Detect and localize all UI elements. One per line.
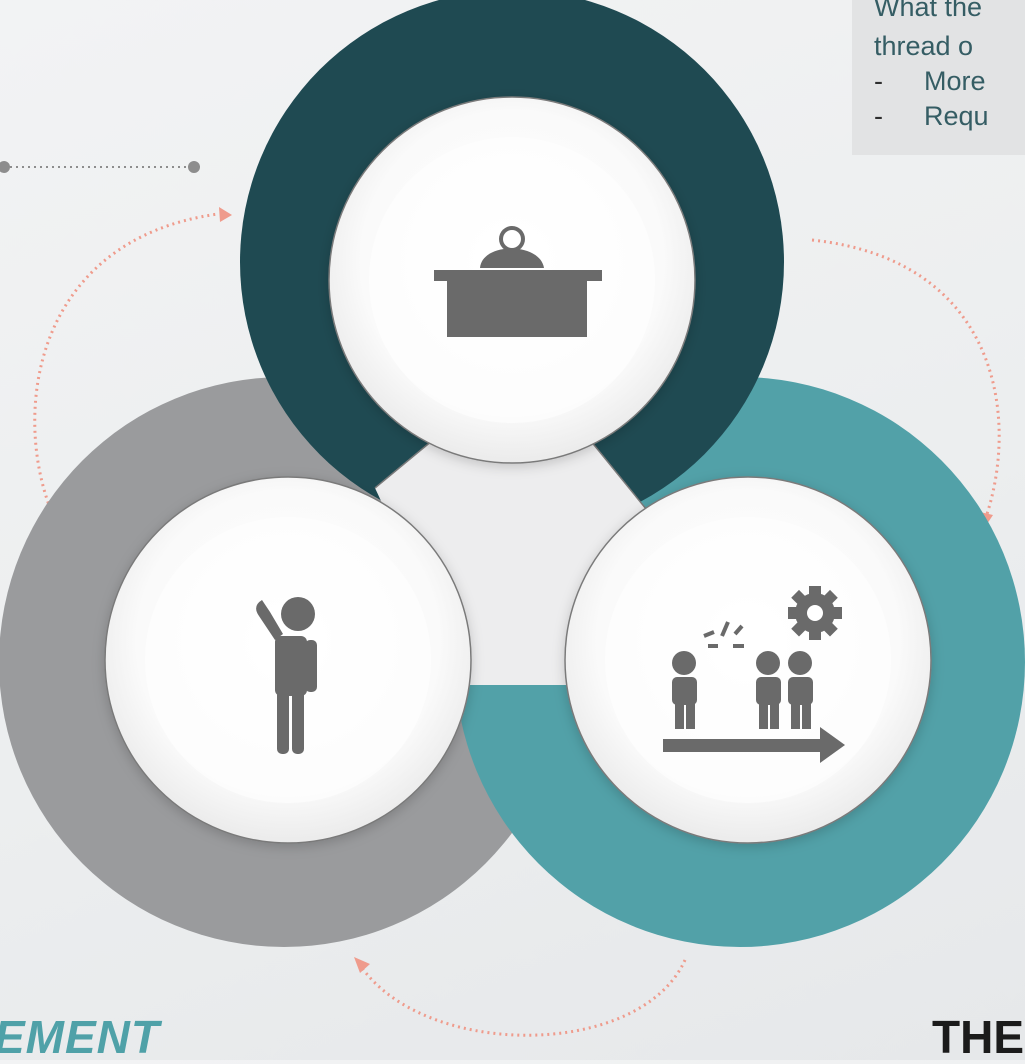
caption-right: THE	[932, 1011, 1024, 1063]
dotted-connector	[0, 161, 200, 173]
bullet-text: More	[924, 66, 986, 96]
note-box: What the thread o - More - Requ	[852, 0, 1025, 155]
bullet-text: Requ	[924, 101, 989, 131]
spark-lines-icon	[703, 621, 744, 648]
person-thinking-icon	[256, 597, 317, 754]
note-line-1: What the	[874, 0, 983, 22]
cycle-arrows	[33, 212, 1001, 1037]
arrowhead-bottom	[354, 957, 370, 973]
note-line-2: thread o	[874, 31, 974, 61]
arrow-left-to-top	[33, 212, 219, 521]
gear-icon	[788, 586, 842, 640]
note-bullet-1: - More	[874, 64, 986, 98]
bullet-dash: -	[874, 66, 883, 96]
arrow-right-to-left	[356, 959, 687, 1037]
bullet-dash: -	[874, 101, 883, 131]
caption-left: EMENT	[0, 1011, 160, 1063]
person-at-desk-icon	[434, 226, 602, 337]
arrowhead-top	[219, 207, 232, 222]
team-process-icon	[663, 586, 845, 763]
note-bullet-2: - Requ	[874, 99, 989, 133]
